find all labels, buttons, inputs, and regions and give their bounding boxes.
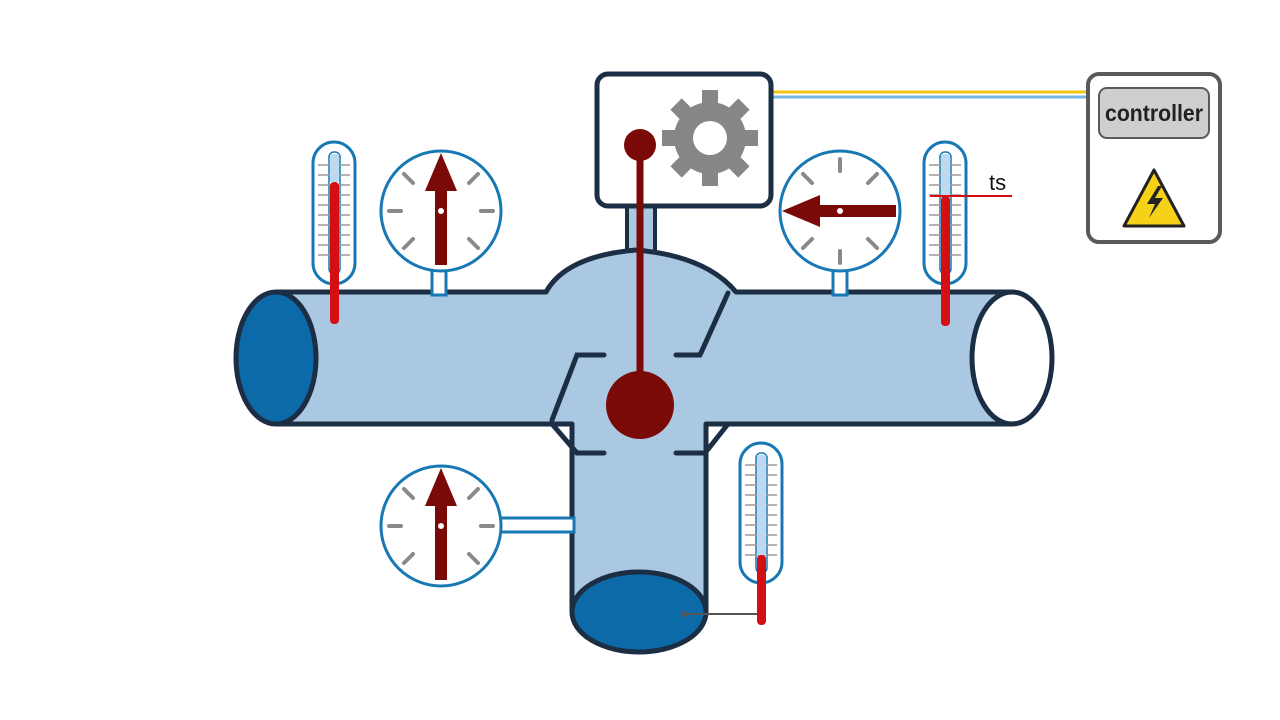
valve-ball [606,371,674,439]
actuator-box [594,71,774,209]
pressure-gauge-top-right [778,149,902,273]
mercury-column [757,555,766,625]
pressure-gauge-top-left [379,149,503,273]
sensor-label: ts [989,170,1006,195]
mercury-column [941,196,950,326]
valve-body [233,247,1055,655]
valve-stem [606,129,674,439]
mercury-column [330,182,339,324]
pressure-gauge-bottom [379,464,503,588]
thermometer-bottom [681,441,784,625]
gauge-stems [430,263,849,534]
gauge-needle [425,153,457,265]
internal-baffles [549,290,731,456]
gauge-needle [425,468,457,580]
controller-display [1098,87,1210,139]
controller-label: controller [1105,100,1203,126]
high-voltage-warning-icon [1122,168,1186,228]
left-pipe-opening [233,289,319,427]
right-pipe-opening [969,289,1055,427]
stem-top-knob [624,129,656,161]
bottom-pipe-opening [569,569,709,655]
thermometer-right [922,140,1012,326]
gear-icon [662,90,758,186]
thermometer-left [311,140,357,324]
controller-wires [772,90,1088,99]
controller-box: controller [1086,72,1222,244]
gauge-needle [782,195,896,227]
